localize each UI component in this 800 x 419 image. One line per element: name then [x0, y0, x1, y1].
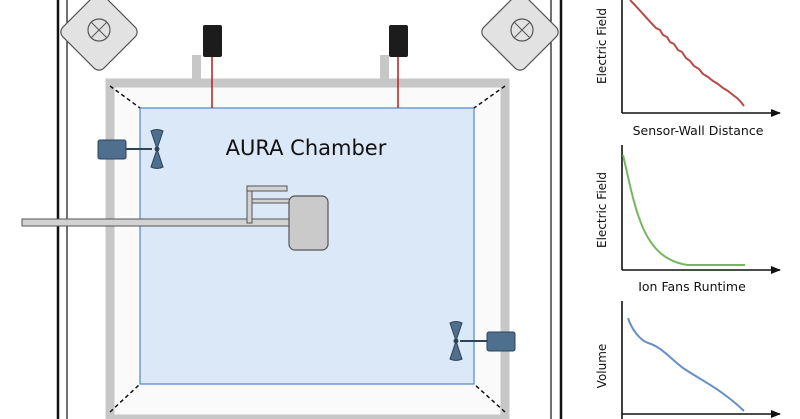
chamber-label: AURA Chamber	[226, 136, 387, 160]
plot2-curve	[622, 154, 745, 266]
plot2-y-label: Electric Field	[595, 172, 609, 248]
plot-sensor-wall-distance: Electric Field Sensor-Wall Distance	[595, 0, 781, 138]
plot3-y-label: Volume	[595, 344, 609, 389]
plot1-x-label: Sensor-Wall Distance	[633, 123, 764, 138]
ceiling-fan-right-icon	[481, 0, 559, 71]
plot2-x-label: Ion Fans Runtime	[638, 279, 746, 294]
plot1-curve	[629, 0, 745, 107]
plot1-y-label: Electric Field	[595, 8, 609, 84]
sample-object	[288, 195, 329, 251]
plot-volume: Volume	[595, 301, 781, 419]
plot3-curve	[627, 317, 745, 412]
plot-ion-fans-runtime: Electric Field Ion Fans Runtime	[595, 145, 781, 294]
corner-braces	[109, 85, 506, 413]
outer-walls	[56, 0, 563, 419]
ceiling-fan-left-icon	[60, 0, 138, 71]
ion-fan-left-icon	[97, 129, 164, 169]
field-sensor-right-icon	[389, 25, 408, 108]
ion-fan-right-icon	[449, 321, 516, 361]
field-sensor-left-icon	[203, 25, 222, 108]
